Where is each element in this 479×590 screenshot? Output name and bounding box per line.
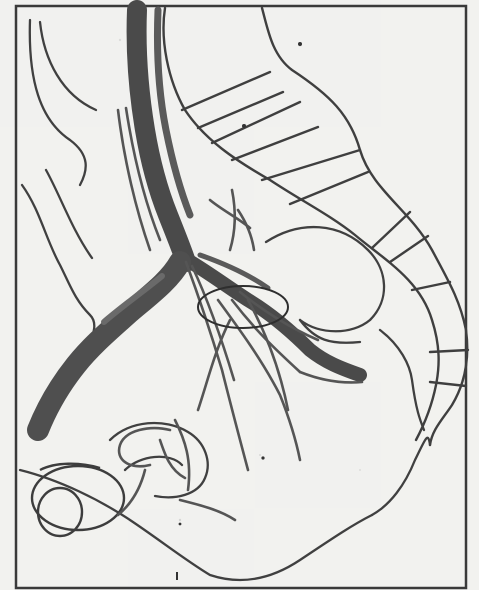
illustration-canvas bbox=[0, 0, 479, 590]
anatomical-line-drawing bbox=[0, 0, 479, 590]
